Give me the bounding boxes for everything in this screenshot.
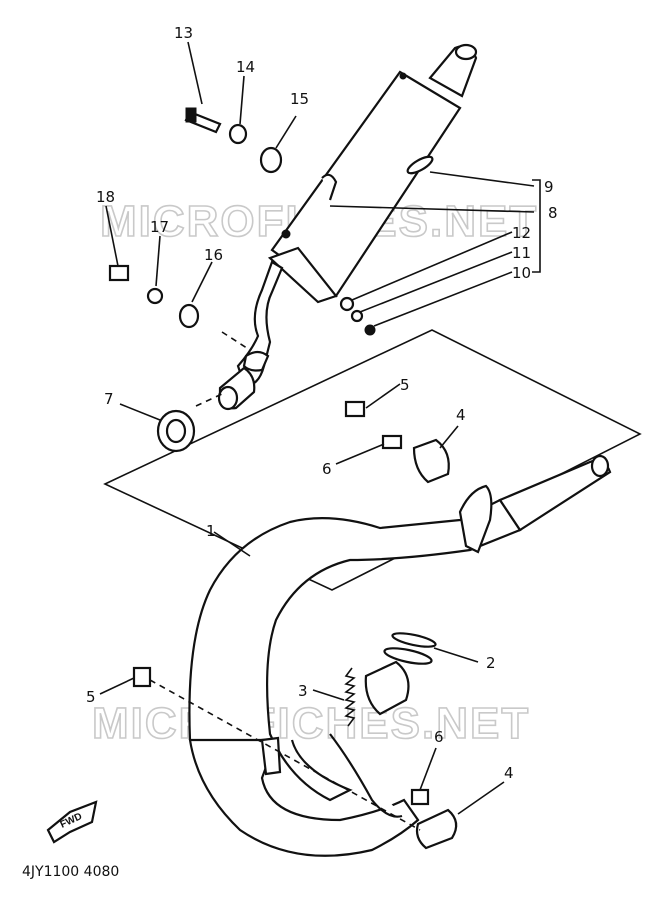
callout-13: 13 bbox=[174, 24, 193, 42]
callout-1: 1 bbox=[206, 522, 216, 540]
bracket-4-lower bbox=[415, 808, 458, 850]
washer-11 bbox=[350, 309, 364, 323]
callout-6-upper: 6 bbox=[322, 460, 332, 478]
callout-5-upper: 5 bbox=[400, 376, 410, 394]
callout-18: 18 bbox=[96, 188, 115, 206]
callout-4-upper: 4 bbox=[456, 406, 466, 424]
bolt-5-upper bbox=[344, 400, 366, 418]
bolt-18 bbox=[108, 264, 130, 282]
callout-10: 10 bbox=[512, 264, 531, 282]
callout-4-lower: 4 bbox=[504, 764, 514, 782]
collar-14 bbox=[228, 123, 248, 145]
callout-11: 11 bbox=[512, 244, 531, 262]
callout-8: 8 bbox=[548, 204, 558, 222]
leader-lines bbox=[99, 41, 541, 831]
part-code: 4JY1100 4080 bbox=[22, 864, 119, 880]
callout-7: 7 bbox=[104, 390, 114, 408]
grommet-7 bbox=[156, 409, 196, 453]
damper-16 bbox=[178, 303, 200, 329]
bolt-13 bbox=[184, 107, 222, 134]
bolt-6-upper bbox=[381, 434, 403, 450]
bolt-5-lower bbox=[132, 666, 152, 688]
callout-labels: 13 14 15 18 17 16 7 9 8 12 11 10 5 4 6 1… bbox=[86, 24, 558, 782]
spring-3 bbox=[344, 667, 356, 727]
callout-17: 17 bbox=[150, 218, 169, 236]
silencer bbox=[267, 43, 478, 304]
callout-14: 14 bbox=[236, 58, 255, 76]
expansion-chamber bbox=[188, 454, 612, 857]
bolt-6-lower bbox=[410, 788, 430, 806]
bracket-4-upper bbox=[412, 438, 450, 484]
callout-12: 12 bbox=[512, 224, 531, 242]
washer-17 bbox=[146, 287, 164, 305]
callout-9: 9 bbox=[544, 178, 554, 196]
callout-3: 3 bbox=[298, 682, 308, 700]
damper-15 bbox=[259, 146, 283, 174]
callout-5-lower: 5 bbox=[86, 688, 96, 706]
washer-12 bbox=[339, 296, 355, 312]
nut-10 bbox=[364, 324, 376, 336]
forward-arrow-icon: FWD bbox=[46, 800, 98, 844]
callout-6-lower: 6 bbox=[434, 728, 444, 746]
callout-15: 15 bbox=[290, 90, 309, 108]
watermark-bottom: MICROFICHES.NET bbox=[92, 699, 530, 748]
silencer-front-pipe bbox=[217, 260, 284, 411]
callout-16: 16 bbox=[204, 246, 223, 264]
gasket-2 bbox=[383, 632, 437, 665]
callout-2: 2 bbox=[486, 654, 496, 672]
